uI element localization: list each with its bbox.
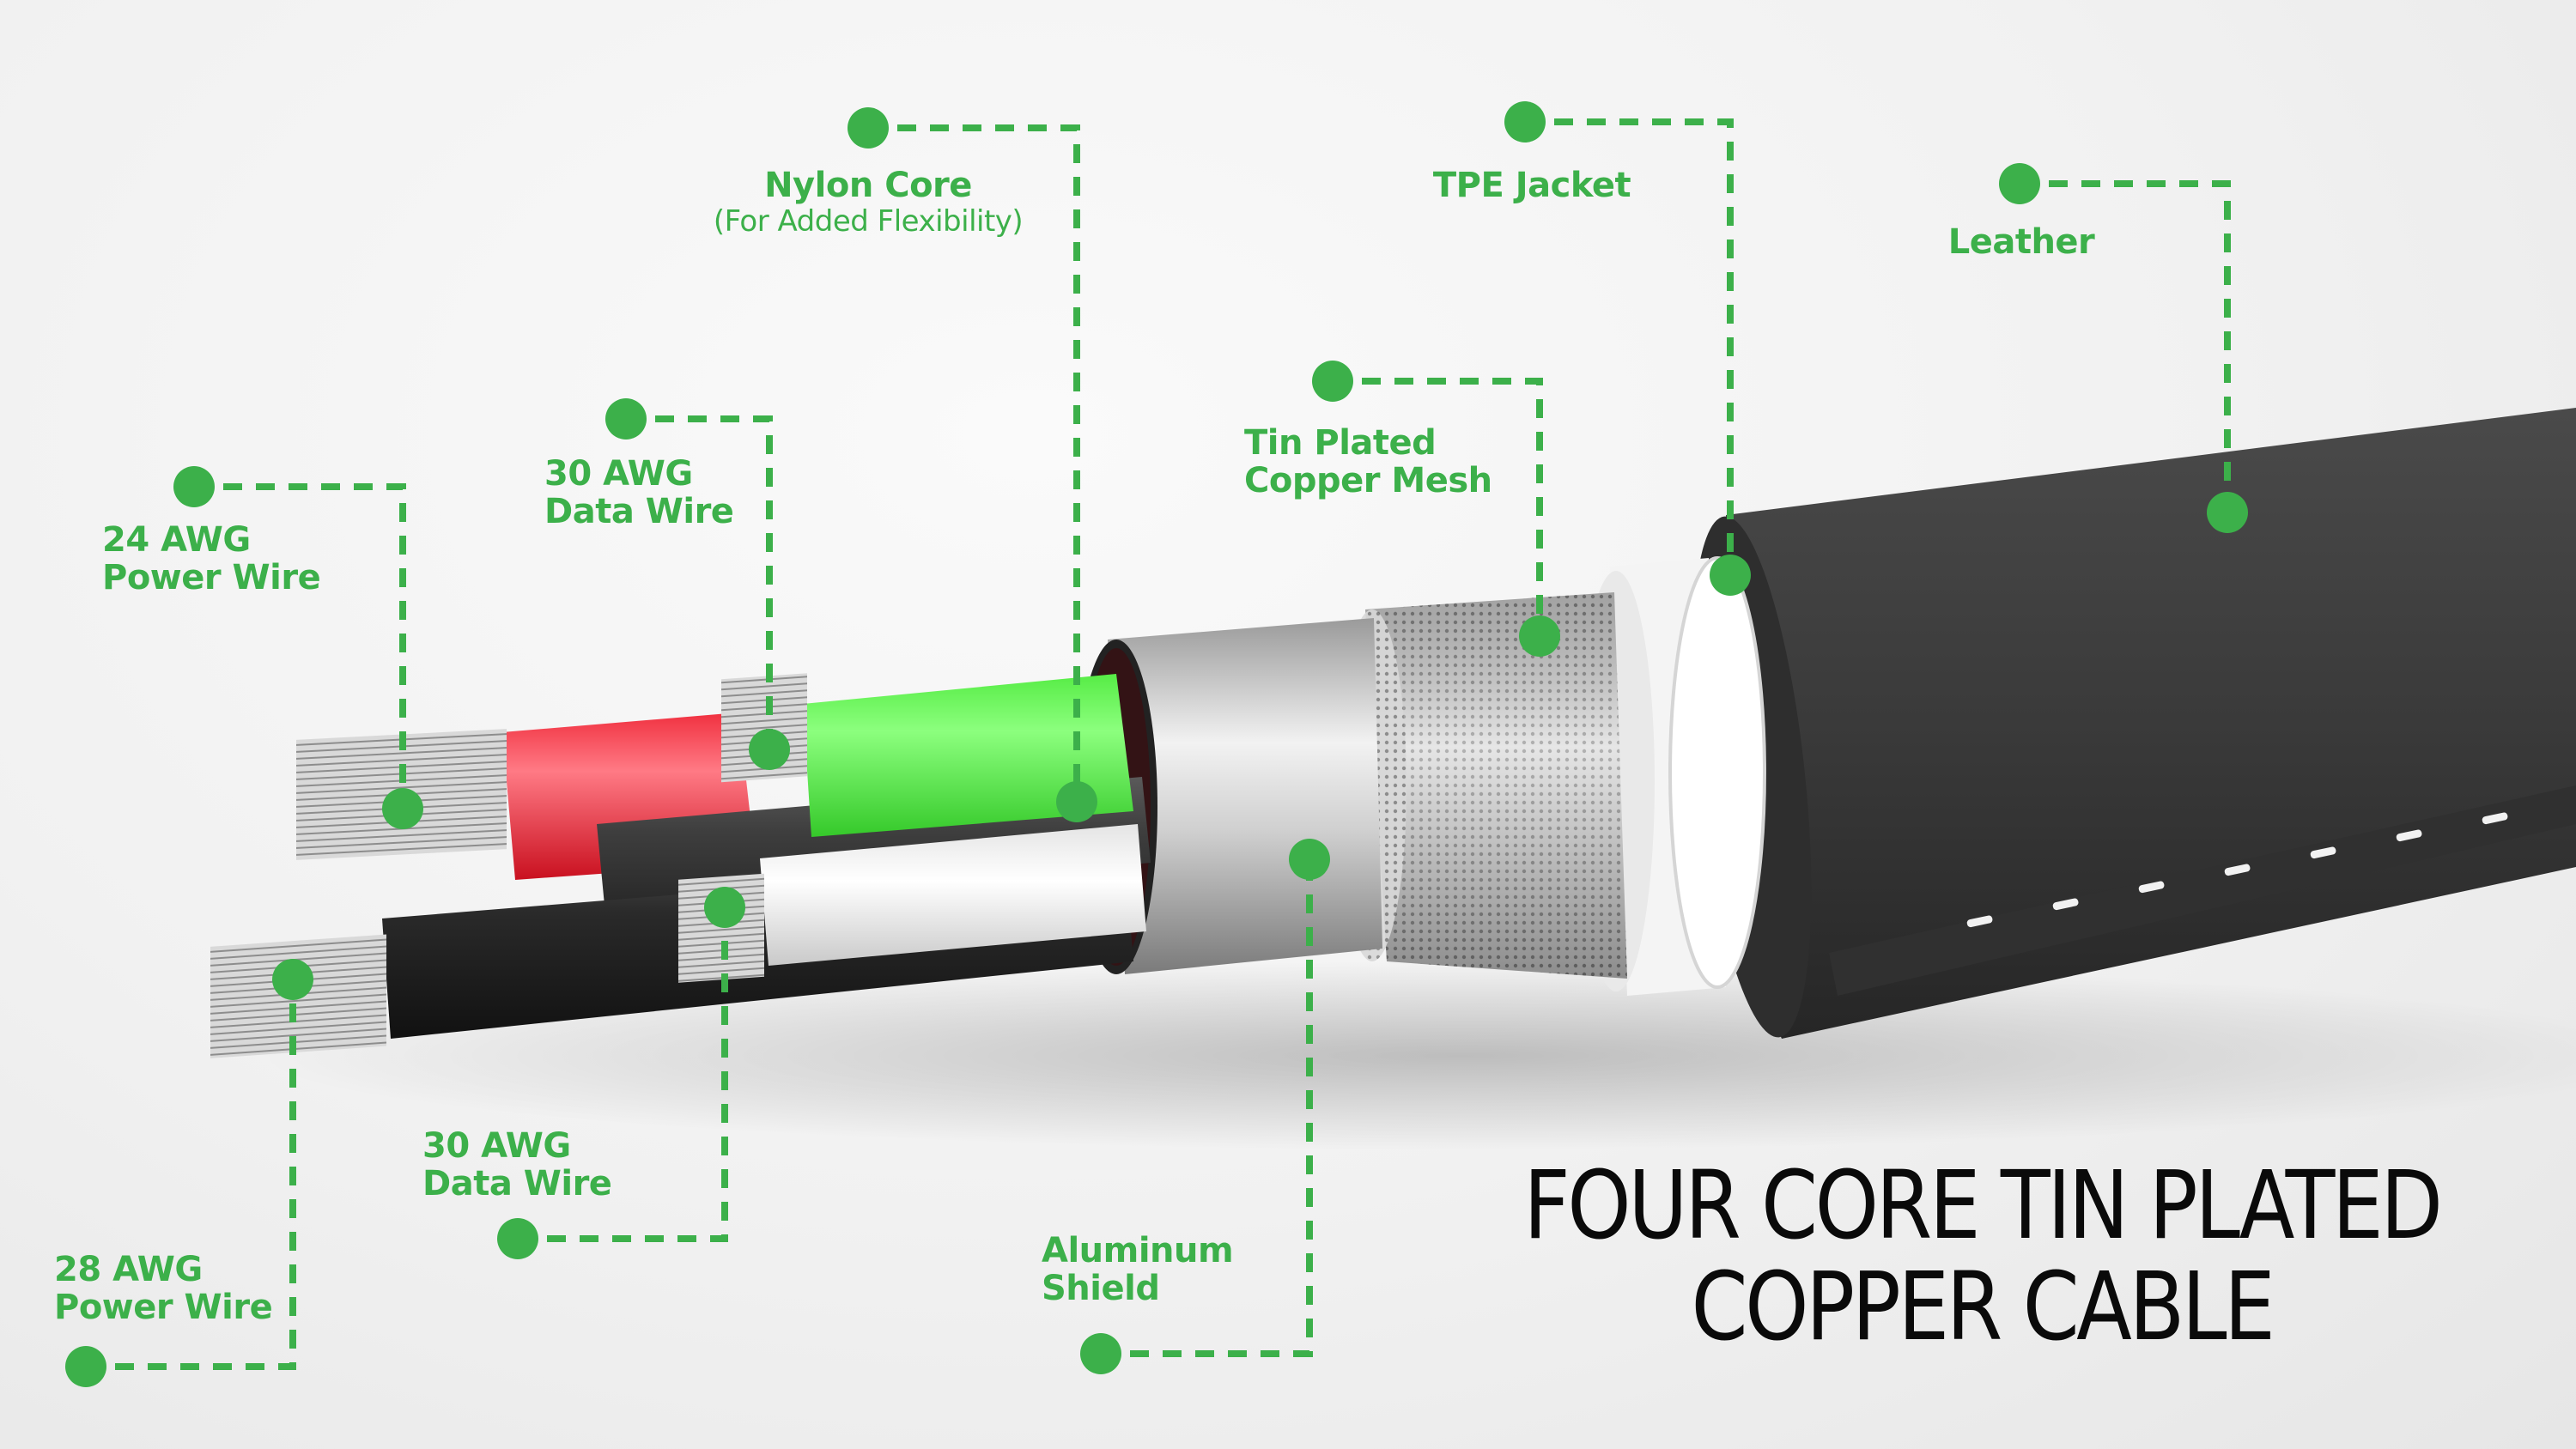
title-line-2: COPPER CABLE [1691, 1252, 2275, 1361]
callout-copper-mesh-line1: Tin Plated [1244, 423, 1437, 463]
leader-24awg [223, 483, 406, 809]
cable-shadow [258, 961, 2576, 1150]
leather-sleeve [1692, 408, 2576, 1039]
dot-30awg-top-target [749, 729, 790, 770]
callout-30awg-bottom-line1: 30 AWG [422, 1126, 571, 1166]
callout-30awg-top-line2: Data Wire [544, 492, 734, 531]
callout-28awg-line2: Power Wire [54, 1288, 273, 1327]
callout-28awg-line1: 28 AWG [54, 1250, 203, 1289]
callout-aluminum-line1: Aluminum [1042, 1231, 1234, 1270]
leader-28awg [115, 979, 296, 1370]
callout-tpe-jacket: TPE Jacket [1433, 167, 1631, 204]
callout-30awg-top: 30 AWG Data Wire [544, 454, 734, 531]
callout-24awg: 24 AWG Power Wire [102, 520, 321, 597]
dot-24awg-target [382, 788, 423, 829]
callout-nylon-core-sublabel: (For Added Flexibility) [713, 204, 1024, 239]
callout-leather: Leather [1948, 223, 2095, 261]
dot-aluminum-label [1080, 1333, 1121, 1374]
dot-aluminum-target [1289, 839, 1330, 880]
callout-copper-mesh-line2: Copper Mesh [1244, 461, 1492, 500]
dot-leather-label [1999, 163, 2040, 204]
diagram-title: FOUR CORE TIN PLATED COPPER CABLE [1449, 1155, 2514, 1357]
dot-30awg-top-label [605, 398, 647, 440]
dot-24awg-label [173, 466, 215, 507]
dot-30awg-bottom-label [497, 1218, 538, 1259]
callout-24awg-line2: Power Wire [102, 558, 321, 597]
dot-tpe-jacket-target [1710, 555, 1751, 596]
leader-30awg-bottom [547, 907, 728, 1242]
callout-28awg: 28 AWG Power Wire [54, 1250, 273, 1327]
dot-nylon-core-target [1056, 781, 1097, 822]
dot-copper-mesh-target [1519, 615, 1560, 657]
callout-aluminum-shield: Aluminum Shield [1042, 1231, 1234, 1308]
callout-leather-label: Leather [1947, 222, 2095, 262]
callout-dots [65, 101, 2248, 1387]
leader-30awg-top [655, 415, 773, 749]
callout-30awg-top-line1: 30 AWG [544, 454, 693, 494]
callout-aluminum-line2: Shield [1042, 1269, 1160, 1308]
callout-copper-mesh: Tin Plated Copper Mesh [1244, 424, 1492, 500]
callout-nylon-core: Nylon Core (For Added Flexibility) [713, 166, 1024, 239]
leader-nylon-core [897, 124, 1080, 802]
callout-leaders [115, 118, 2231, 1370]
callout-30awg-bottom: 30 AWG Data Wire [422, 1126, 612, 1203]
dot-tpe-jacket-label [1504, 101, 1546, 142]
leader-copper-mesh [1362, 378, 1543, 636]
callout-nylon-core-label: Nylon Core [764, 166, 972, 205]
leader-tpe-jacket [1554, 118, 1734, 575]
dot-leather-target [2207, 492, 2248, 533]
callout-30awg-bottom-line2: Data Wire [422, 1164, 612, 1203]
callout-tpe-jacket-label: TPE Jacket [1432, 166, 1631, 205]
dot-30awg-bottom-target [704, 887, 745, 928]
dot-nylon-core-label [848, 107, 889, 149]
leader-aluminum [1130, 859, 1313, 1357]
title-line-1: FOUR CORE TIN PLATED [1523, 1150, 2443, 1260]
callout-24awg-line1: 24 AWG [102, 520, 251, 560]
dot-copper-mesh-label [1312, 361, 1353, 402]
leather-stitching [1966, 812, 2508, 928]
leader-leather [2049, 180, 2231, 512]
dot-28awg-target [272, 959, 313, 1000]
wire-white-30awg [678, 824, 1146, 983]
dot-28awg-label [65, 1346, 106, 1387]
